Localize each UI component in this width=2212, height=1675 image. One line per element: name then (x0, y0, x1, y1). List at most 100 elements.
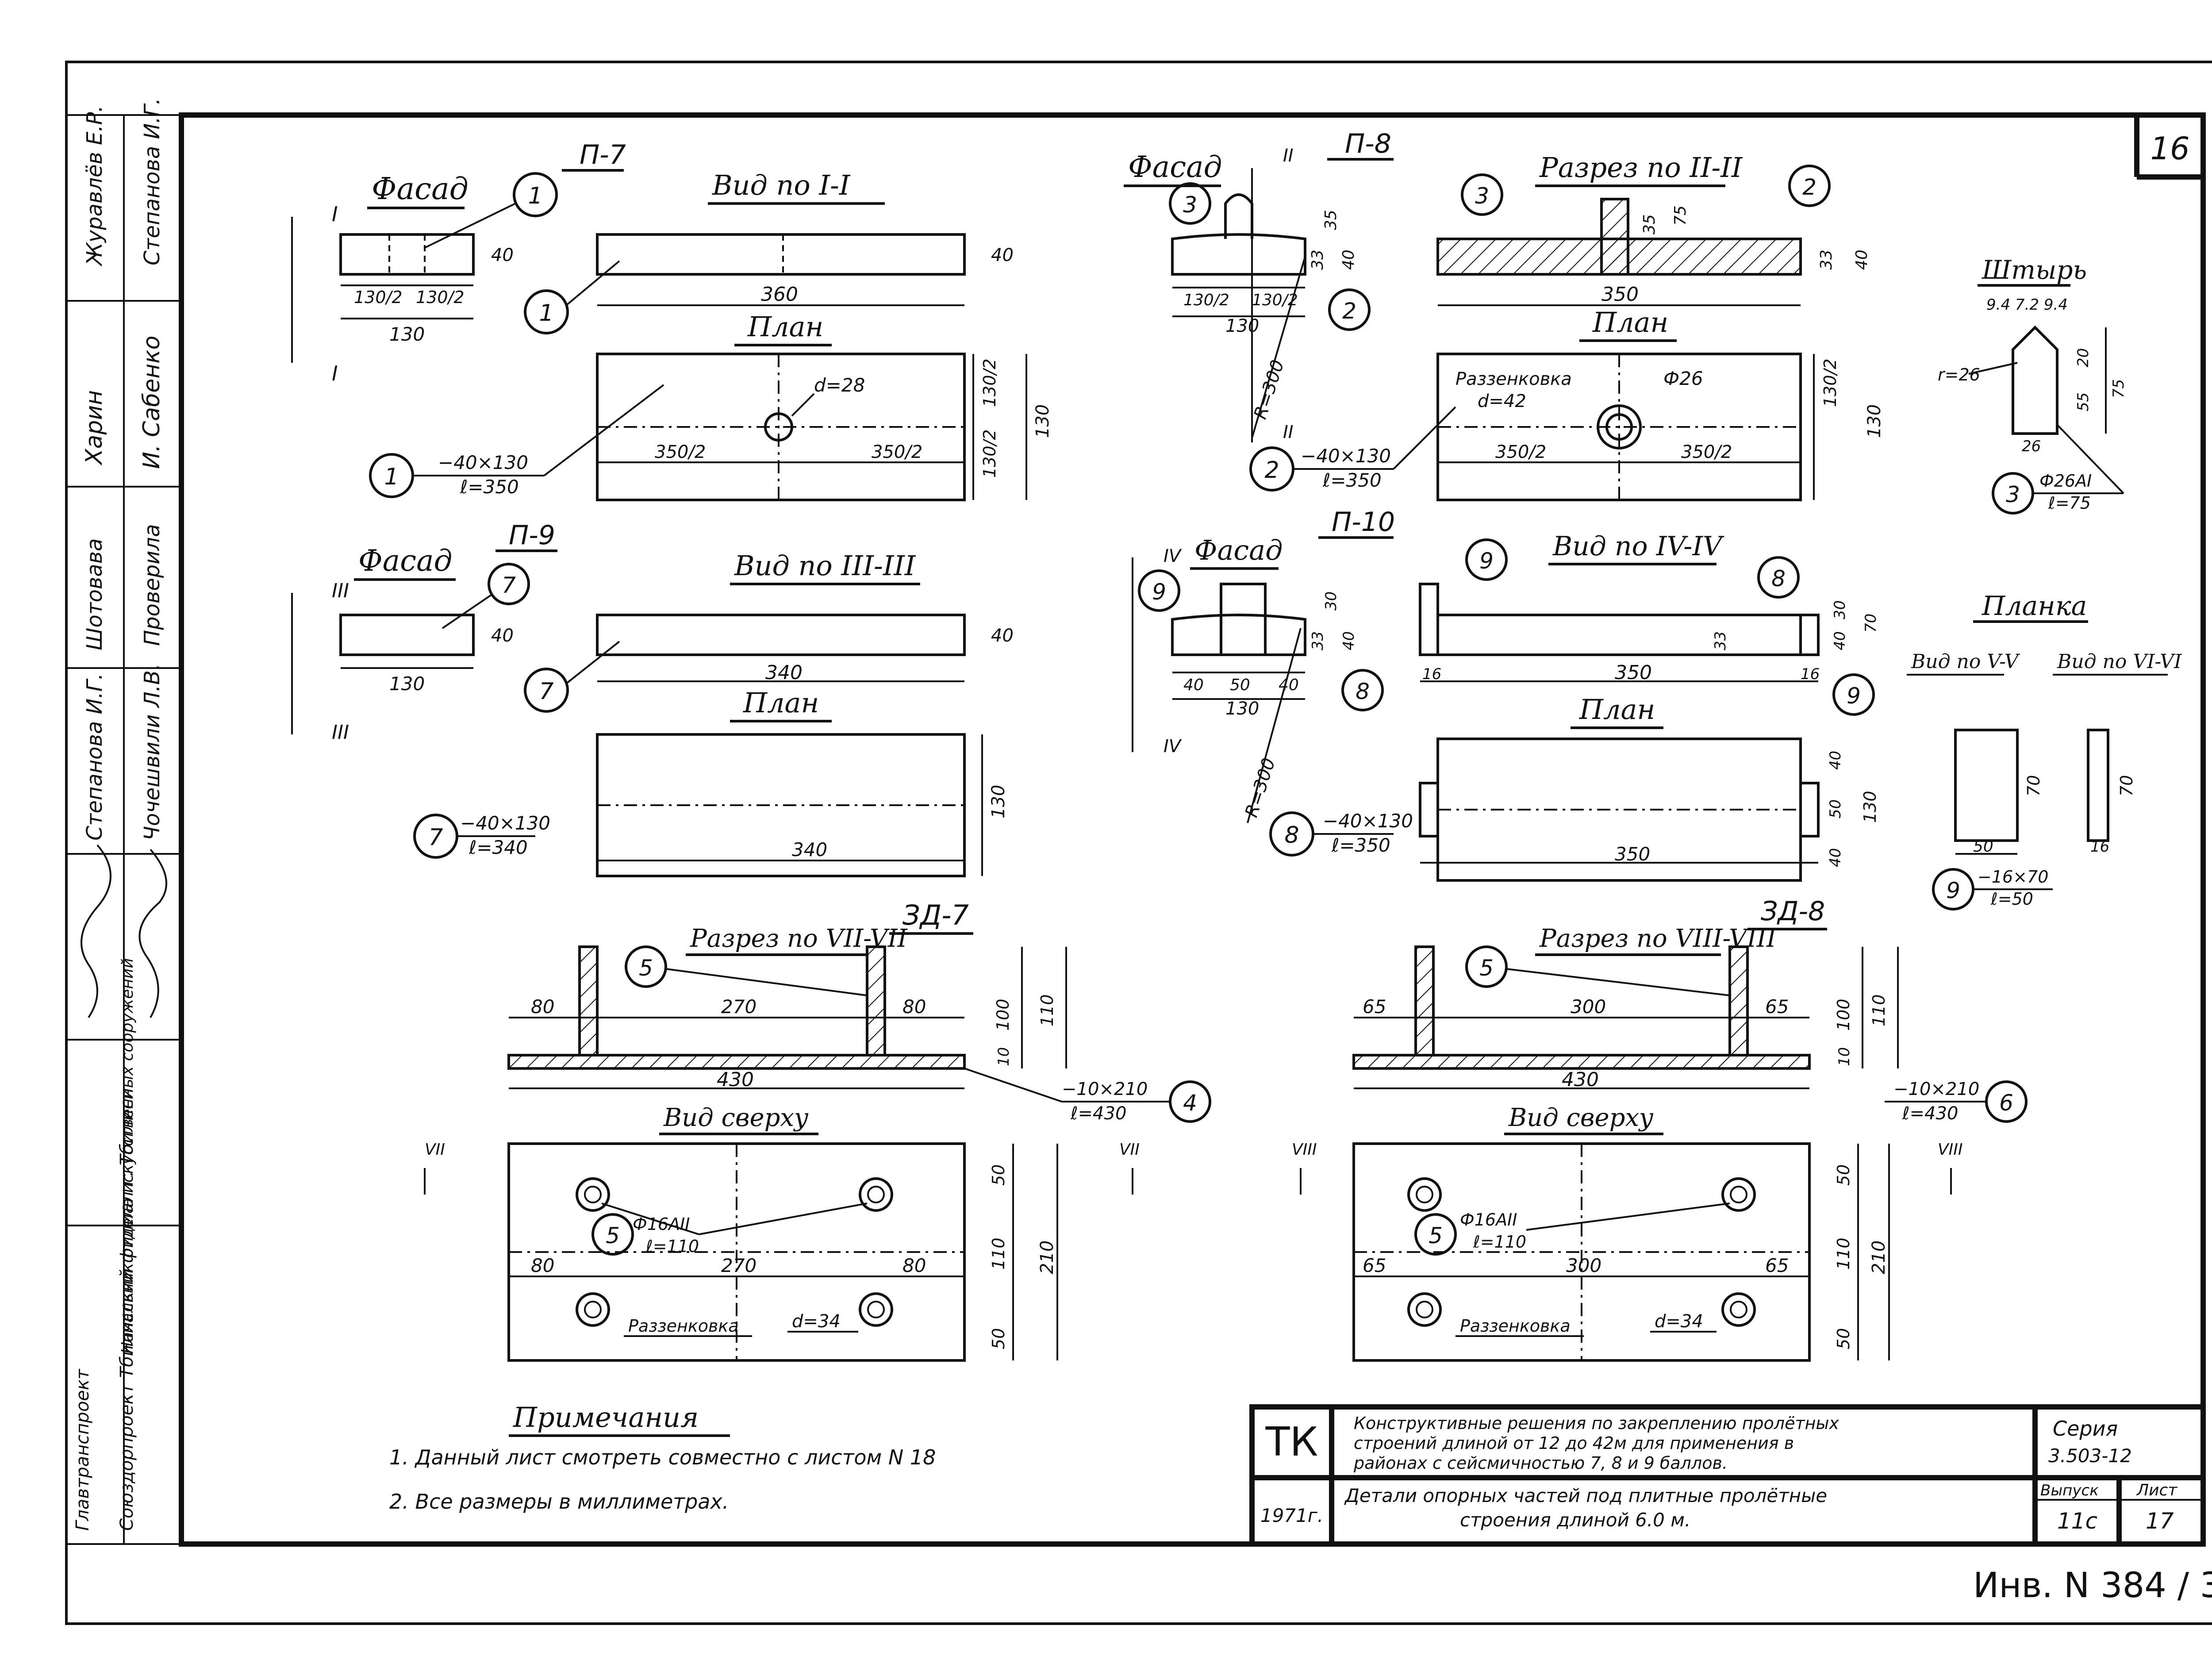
p7-callout-facade: 1 (528, 183, 542, 209)
zd8-stud-2 (1728, 945, 1749, 1056)
zd8-callout-stud: 5 (1479, 955, 1494, 981)
tb-sheet-label: Лист (2136, 1481, 2177, 1499)
p10-callout-plate: 8 (1356, 679, 1370, 704)
zd8-section-mark-left: VIII (1292, 1141, 1317, 1159)
zd7-dim-10: 10 (995, 1047, 1013, 1066)
p8-dim-35: 35 (1322, 210, 1340, 230)
p9-plan-len: 340 (792, 839, 827, 861)
p10-plan-title: План (1579, 693, 1655, 726)
p7-view-title: Вид по I-I (712, 169, 851, 201)
zd8-top-110: 110 (1834, 1237, 1853, 1270)
stamp-name-1: Журавлёв Е.Р. (82, 105, 107, 267)
pin-body (2012, 325, 2058, 435)
stamp-name-4: И. Сабенко (138, 336, 165, 469)
p10-dim-50: 50 (1230, 676, 1250, 694)
p10-facade-planka (1220, 583, 1267, 656)
planka-w: 50 (1973, 838, 1993, 856)
p8-radius: R=300 (1250, 357, 1288, 422)
p7-facade-plate (339, 233, 475, 276)
p9-dim-width: 130 (389, 673, 425, 695)
p8-plate-b: ℓ=350 (1322, 469, 1382, 491)
p8-plate-a: −40×130 (1301, 445, 1391, 467)
part-p10: П-10 Фасад IV IV 9 30 33 40 40 50 40 130… (1132, 507, 1880, 882)
p8-callout-pin-2: 3 (1475, 183, 1489, 209)
p7-callout-side: 1 (539, 300, 553, 327)
p10-dim-30: 30 (1322, 592, 1340, 611)
part-zd8: ЗД-8 Разрез по VIII-VIII 5 65 300 65 430… (1292, 896, 2028, 1362)
p10-dim-40: 40 (1340, 631, 1358, 650)
tb-title-1: Конструктивные решения по закреплению пр… (1354, 1414, 1839, 1433)
stamp-name-5: Шотовава (82, 538, 107, 650)
zd8-section-mark-right: VIII (1938, 1141, 1962, 1159)
p9-dim-h: 40 (491, 626, 514, 646)
stamp-role-checked: Проверила (140, 524, 165, 646)
p10-dim-width: 130 (1225, 699, 1259, 719)
note-1: 1. Данный лист смотреть совместно с лист… (389, 1445, 936, 1469)
zd8-callout-plate: 6 (1999, 1090, 2013, 1116)
p10-plate-b: ℓ=350 (1331, 834, 1390, 856)
p10-p40a: 40 (1827, 751, 1844, 770)
p7-half-w1: 130/2 (980, 358, 999, 407)
p9-side-h: 40 (991, 626, 1014, 646)
tb-title-2: строений длиной от 12 до 42м для примене… (1354, 1433, 1794, 1453)
zd7-bolt-b: ℓ=110 (645, 1237, 699, 1256)
p8-dim-40: 40 (1340, 250, 1358, 270)
zd7-stud-1 (578, 945, 599, 1056)
p8-facade-title: Фасад (1128, 150, 1222, 184)
p7-callout-circle (513, 172, 558, 217)
p7-dim-width: 130 (389, 323, 425, 345)
p10-plate-a: −40×130 (1323, 810, 1413, 832)
p10-plan-len: 350 (1615, 843, 1650, 865)
zd8-plate-b: ℓ=430 (1902, 1103, 1958, 1124)
p10-side-40: 40 (1831, 631, 1849, 650)
p7-hole-dia: d=28 (814, 374, 865, 396)
zd8-hole-4 (1721, 1292, 1756, 1327)
zd8-dim-65b: 65 (1765, 996, 1789, 1018)
p9-callout-side: 7 (539, 678, 553, 705)
p8-facade-pin (1224, 193, 1253, 239)
p8-plan-title: План (1592, 306, 1668, 338)
pin-d20: 20 (2074, 348, 2092, 367)
zd8-callout-bolt: 5 (1429, 1223, 1443, 1249)
zd8-bolt-b: ℓ=110 (1473, 1232, 1526, 1252)
p8-half-len2: 350/2 (1681, 442, 1732, 462)
part-p9: П-9 Фасад III III 40 130 7 Вид по III-II… (291, 520, 1014, 877)
part-pin: Штырь 9.4 7.2 9.4 r=26 20 55 75 26 3 Ф26… (1938, 255, 2128, 515)
p7-half-len2: 350/2 (872, 442, 922, 462)
tb-code: ТК (1265, 1419, 1318, 1465)
p7-side-view (596, 233, 966, 276)
p7-plan-title: План (747, 311, 823, 343)
p7-dim-half1: 130/2 (354, 288, 403, 307)
p10-end1: 16 (1422, 665, 1441, 683)
zd7-hole-4 (859, 1292, 893, 1327)
tb-sub-2: строения длиной 6.0 м. (1460, 1509, 1690, 1531)
zd8-dim-110: 110 (1869, 994, 1889, 1026)
zd8-dim-300: 300 (1571, 996, 1606, 1018)
zd8-bolt-a: Ф16АII (1460, 1210, 1517, 1229)
zd8-stud-1 (1414, 945, 1435, 1056)
notes: Примечания 1. Данный лист смотреть совме… (389, 1401, 936, 1514)
zd7-mark: ЗД-7 (902, 899, 969, 931)
p8-dim-half1: 130/2 (1183, 291, 1229, 309)
planka-h2: 70 (2117, 775, 2136, 796)
zd7-top-50b: 50 (989, 1328, 1008, 1349)
p7-plate-b: ℓ=350 (460, 476, 519, 498)
zd7-hole-3 (576, 1292, 610, 1327)
p8-pin-dia: Ф26 (1663, 368, 1703, 389)
p7-half-len1: 350/2 (655, 442, 706, 462)
zd8-base-plate (1352, 1054, 1811, 1070)
pin-spec-b: ℓ=75 (2048, 493, 2091, 513)
signature-1 (81, 844, 111, 1018)
left-stamp: Журавлёв Е.Р. Степанова И.Г. Харин И. Са… (65, 98, 182, 1545)
zd7-countersink: Раззенковка (628, 1316, 739, 1336)
part-p7: П-7 Фасад I I 40 130/2 130/2 130 1 Вид п… (291, 139, 1053, 501)
p8-countersink-label: Раззенковка (1455, 369, 1572, 389)
planka-view-b: Вид по VI-VI (2057, 650, 2182, 673)
p10-side-view (1436, 614, 1802, 656)
stamp-name-7: Чочешвили Л.В. (140, 664, 165, 841)
p9-plate-b: ℓ=340 (469, 837, 528, 858)
p8-dim-width: 130 (1225, 316, 1259, 336)
zd7-dim-100: 100 (993, 999, 1013, 1031)
p10-callout-plate-2: 8 (1771, 566, 1786, 592)
tb-issue-label: Выпуск (2040, 1482, 2099, 1499)
